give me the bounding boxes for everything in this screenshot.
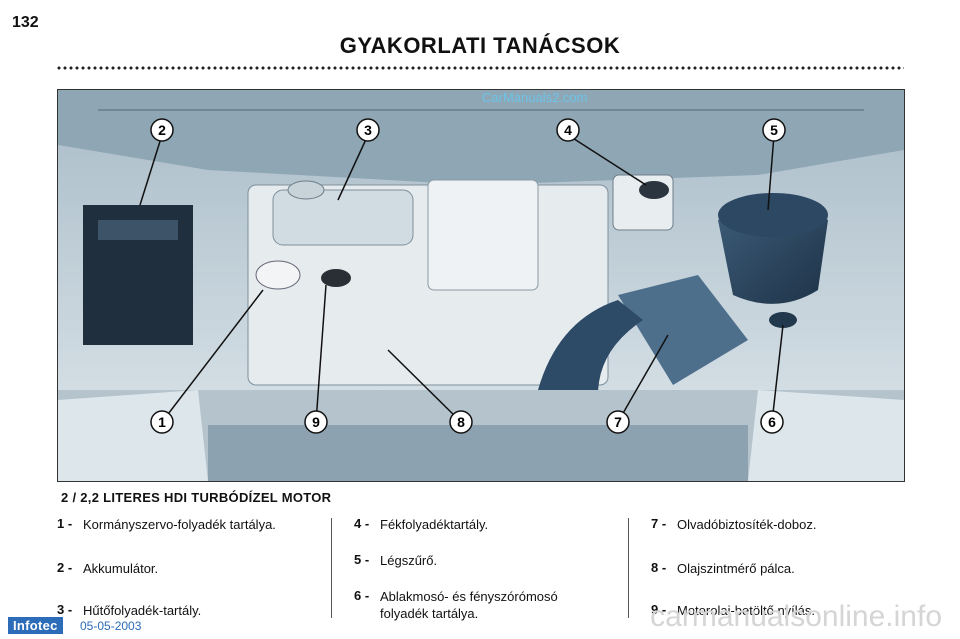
callout-3: 3 bbox=[356, 118, 380, 142]
legend-item-7: 7 - Olvadóbiztosíték-doboz. bbox=[651, 516, 931, 533]
legend-number: 3 - bbox=[57, 602, 73, 617]
legend-number: 2 - bbox=[57, 560, 73, 575]
page-title: GYAKORLATI TANÁCSOK bbox=[339, 33, 621, 58]
legend-number: 8 - bbox=[651, 560, 667, 575]
legend-number: 4 - bbox=[354, 516, 370, 531]
column-divider bbox=[628, 518, 629, 618]
dotted-divider bbox=[56, 66, 904, 70]
svg-text:5: 5 bbox=[770, 122, 778, 138]
legend-text: Akkumulátor. bbox=[83, 561, 159, 576]
legend-item-8: 8 - Olajszintmérő pálca. bbox=[651, 560, 931, 577]
callout-1: 1 bbox=[150, 410, 174, 434]
svg-text:2: 2 bbox=[158, 122, 166, 138]
legend-item-5: 5 - Légszűrő. bbox=[354, 552, 624, 569]
legend-item-4: 4 - Fékfolyadéktartály. bbox=[354, 516, 624, 533]
svg-text:8: 8 bbox=[457, 414, 465, 430]
svg-text:9: 9 bbox=[312, 414, 320, 430]
column-divider bbox=[331, 518, 332, 618]
legend-item-2: 2 - Akkumulátor. bbox=[57, 560, 327, 577]
svg-text:1: 1 bbox=[158, 414, 166, 430]
callout-4: 4 bbox=[556, 118, 580, 142]
legend-number: 5 - bbox=[354, 552, 370, 567]
footer-watermark: carmanualsonline.info bbox=[650, 600, 942, 633]
page-number: 132 bbox=[12, 14, 39, 31]
legend-number: 7 - bbox=[651, 516, 667, 531]
callout-6: 6 bbox=[760, 410, 784, 434]
infotec-logo: Infotec bbox=[8, 617, 63, 634]
legend-number: 9 - bbox=[651, 602, 667, 617]
legend-item-9: 9 - Motorolaj-betöltő nyílás. bbox=[651, 602, 931, 619]
figure-caption: 2 / 2,2 LITERES HDI TURBÓDÍZEL MOTOR bbox=[61, 490, 332, 505]
legend-item-6: 6 - Ablakmosó- és fényszórómosó folyadék… bbox=[354, 588, 604, 622]
legend-item-1: 1 - Kormányszervo-folyadék tartálya. bbox=[57, 516, 327, 533]
callout-9: 9 bbox=[304, 410, 328, 434]
footer-date: 05-05-2003 bbox=[80, 619, 142, 633]
legend-number: 6 - bbox=[354, 588, 370, 603]
legend-text: Motorolaj-betöltő nyílás. bbox=[677, 603, 816, 618]
callout-8: 8 bbox=[449, 410, 473, 434]
legend-text: Olvadóbiztosíték-doboz. bbox=[677, 517, 817, 532]
figure-watermark: CarManuals2.com bbox=[482, 90, 588, 105]
svg-text:3: 3 bbox=[364, 122, 372, 138]
callout-7: 7 bbox=[606, 410, 630, 434]
svg-text:7: 7 bbox=[614, 414, 622, 430]
legend-text: Légszűrő. bbox=[380, 553, 438, 568]
engine-bay-illustration: 1 2 3 4 5 6 7 8 9 bbox=[57, 89, 905, 482]
legend-text: Ablakmosó- és fényszórómosó folyadék tar… bbox=[380, 589, 558, 621]
legend-text: Olajszintmérő pálca. bbox=[677, 561, 795, 576]
legend-number: 1 - bbox=[57, 516, 73, 531]
legend-text: Fékfolyadéktartály. bbox=[380, 517, 489, 532]
svg-text:4: 4 bbox=[564, 122, 572, 138]
callout-2: 2 bbox=[150, 118, 174, 142]
legend-item-3: 3 - Hűtőfolyadék-tartály. bbox=[57, 602, 327, 619]
callout-5: 5 bbox=[762, 118, 786, 142]
svg-text:6: 6 bbox=[768, 414, 776, 430]
legend-text: Hűtőfolyadék-tartály. bbox=[83, 603, 202, 618]
legend-text: Kormányszervo-folyadék tartálya. bbox=[83, 517, 276, 532]
